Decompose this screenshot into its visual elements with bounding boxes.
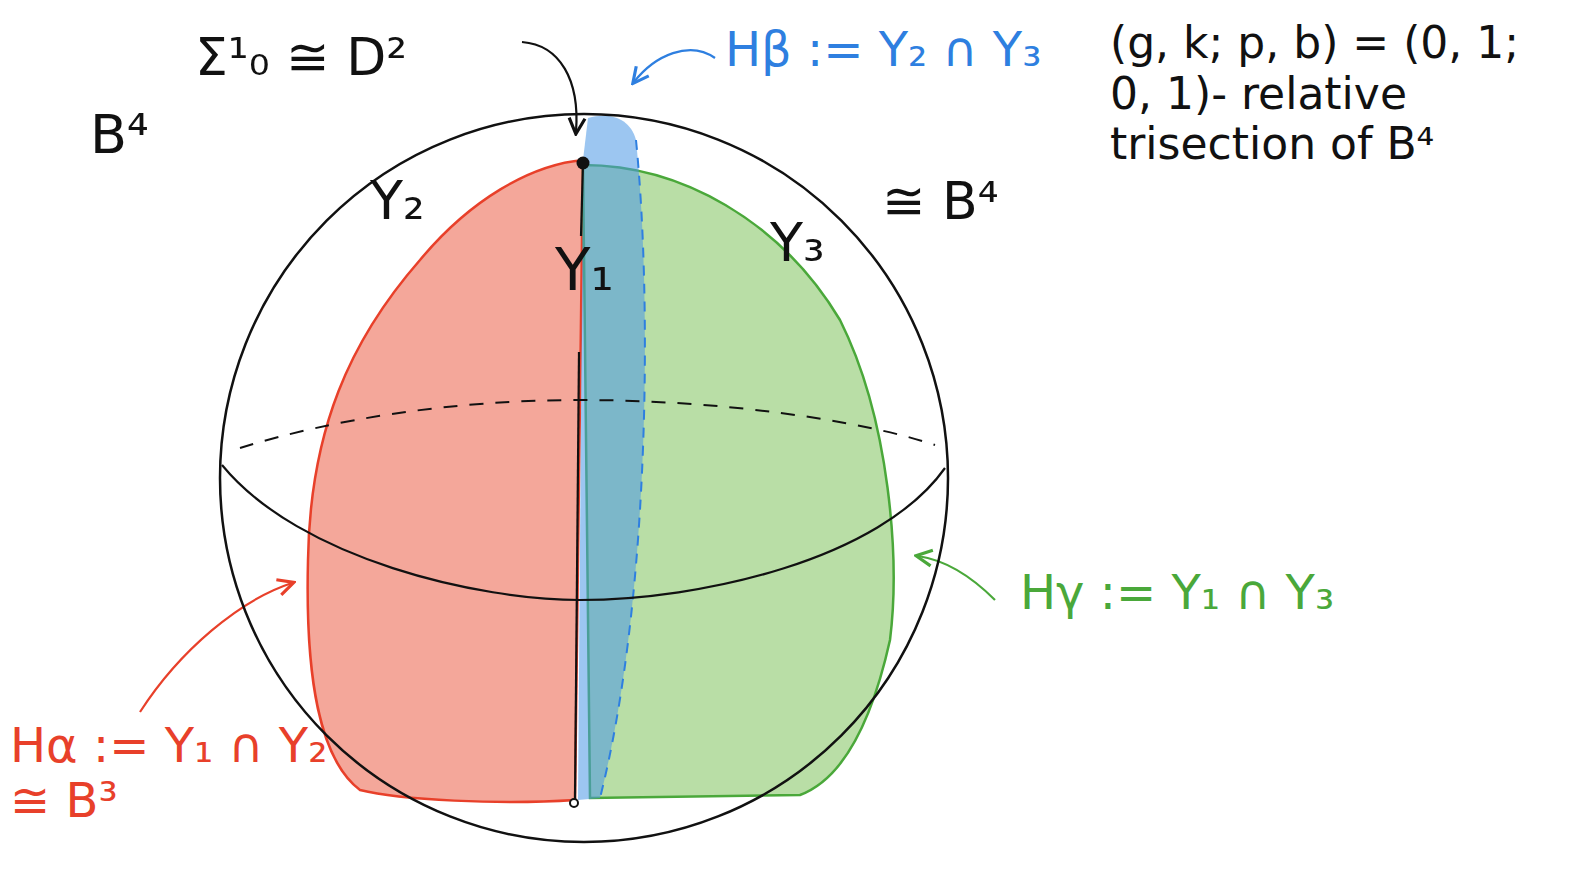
region-label: Y₁ bbox=[555, 237, 618, 306]
red-region bbox=[308, 160, 583, 802]
region-label: Y₃ bbox=[770, 212, 829, 277]
trisection-note: (g, k; p, b) = (0, 1; 0, 1)- relative tr… bbox=[1110, 18, 1570, 170]
node-text: Y₂ bbox=[370, 170, 425, 232]
leader-arrow bbox=[140, 583, 292, 712]
node-text: Y₁ bbox=[555, 237, 614, 304]
ball-outline: B⁴Y₂Y₁Y₃ bbox=[218, 112, 950, 844]
handlebody-label: Hγ := Y₁ ∩ Y₃ bbox=[1020, 565, 1334, 620]
ball-circle bbox=[218, 112, 950, 844]
point-dot bbox=[577, 157, 590, 170]
equator-front bbox=[222, 465, 945, 600]
boundary-label: Σ¹₀ ≅ D² bbox=[195, 28, 407, 88]
node-text: B⁴ bbox=[90, 104, 149, 166]
ball-boundary bbox=[220, 114, 948, 842]
region-label: Y₂ bbox=[370, 170, 429, 235]
node-text: Y₃ bbox=[770, 212, 825, 274]
handlebody-label: Hα := Y₁ ∩ Y₂ ≅ B³ bbox=[10, 718, 340, 828]
leader-arrow bbox=[634, 50, 715, 82]
point-dot bbox=[570, 799, 578, 807]
spine-line bbox=[575, 352, 579, 800]
spine-line bbox=[581, 163, 583, 236]
equator-back bbox=[240, 400, 935, 448]
handlebody-label: Hβ := Y₂ ∩ Y₃ bbox=[725, 22, 1041, 77]
homeomorphism-label: ≅ B⁴ bbox=[882, 172, 999, 232]
blue-region bbox=[578, 116, 645, 800]
